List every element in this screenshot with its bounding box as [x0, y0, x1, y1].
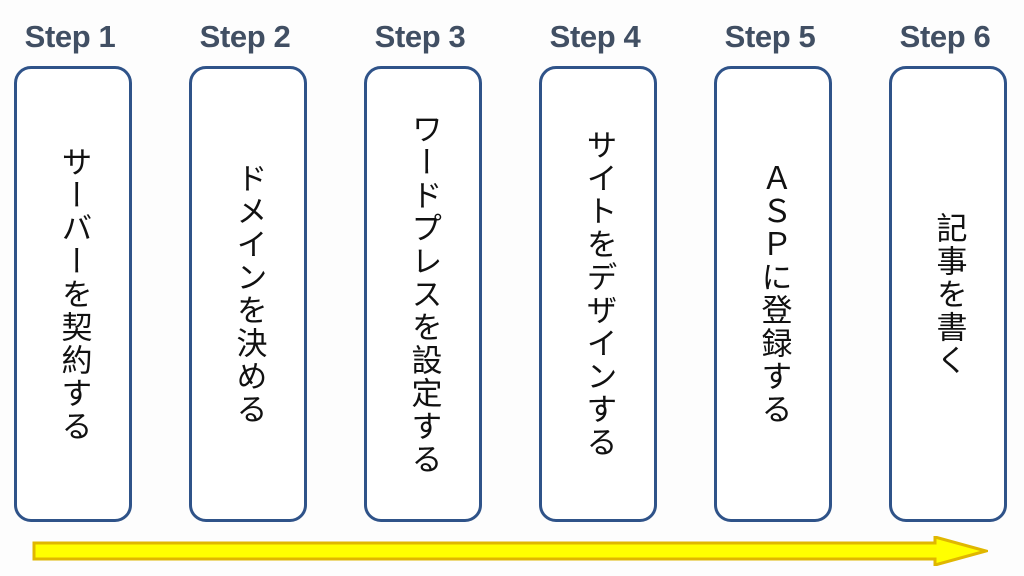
right-arrow-icon	[32, 536, 988, 566]
step-text-4: サイトをデザインする	[580, 129, 617, 459]
step-label-5: Step 5	[724, 19, 816, 54]
step-box-1[interactable]: サーバーを契約する	[14, 66, 132, 522]
step-box-6[interactable]: 記事を書く	[889, 66, 1007, 522]
step-column-2: Step 2 ドメインを決める	[189, 16, 307, 522]
step-label-2: Step 2	[199, 19, 291, 54]
step-label-1: Step 1	[24, 19, 116, 54]
step-text-3: ワードプレスを設定する	[405, 112, 442, 476]
step-text-2: ドメインを決める	[230, 162, 267, 426]
step-column-6: Step 6 記事を書く	[889, 16, 1007, 522]
step-text-1: サーバーを契約する	[55, 145, 92, 443]
step-box-3[interactable]: ワードプレスを設定する	[364, 66, 482, 522]
step-label-6: Step 6	[899, 19, 991, 54]
step-column-3: Step 3 ワードプレスを設定する	[364, 16, 482, 522]
step-column-1: Step 1 サーバーを契約する	[14, 16, 132, 522]
step-label-4: Step 4	[549, 19, 641, 54]
step-text-5: ＡＳＰに登録する	[755, 162, 792, 426]
steps-row: Step 1 サーバーを契約する Step 2 ドメインを決める Step 3 …	[14, 16, 1010, 522]
step-text-6: 記事を書く	[930, 211, 967, 377]
step-column-5: Step 5 ＡＳＰに登録する	[714, 16, 832, 522]
step-column-4: Step 4 サイトをデザインする	[539, 16, 657, 522]
step-box-5[interactable]: ＡＳＰに登録する	[714, 66, 832, 522]
step-box-4[interactable]: サイトをデザインする	[539, 66, 657, 522]
step-label-3: Step 3	[374, 19, 466, 54]
step-box-2[interactable]: ドメインを決める	[189, 66, 307, 522]
progress-arrow-container	[32, 536, 988, 566]
